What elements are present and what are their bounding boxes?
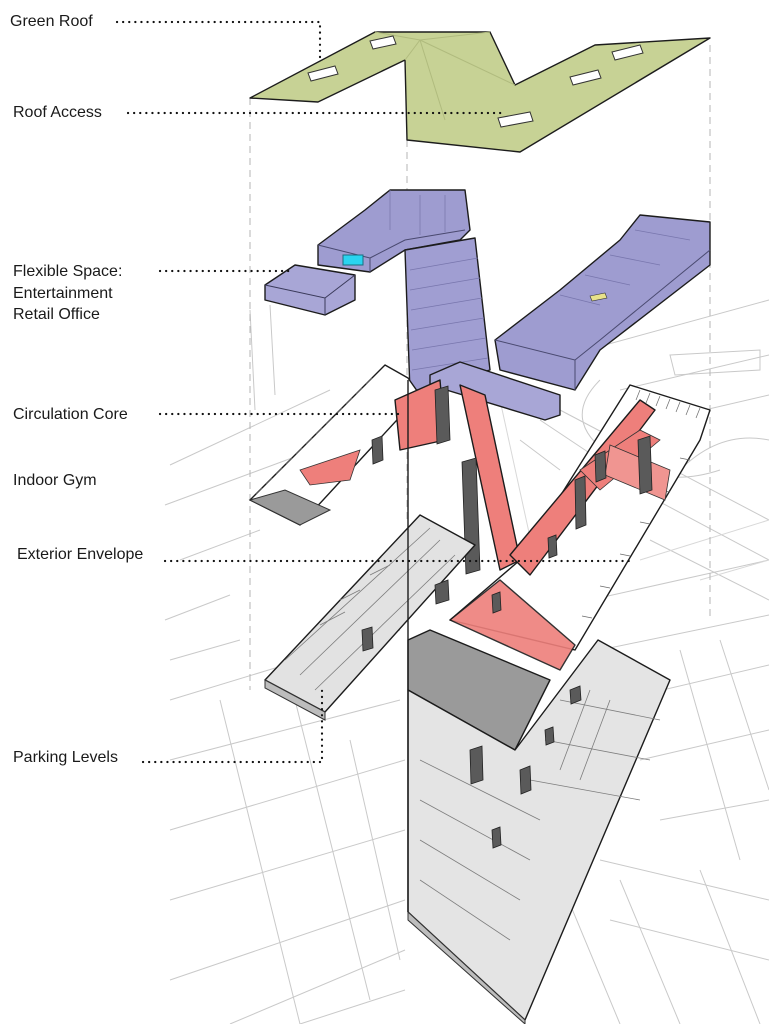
- label-retail-office: Retail Office: [13, 306, 100, 323]
- exterior-envelope-left: [248, 364, 421, 526]
- street-grid: [164, 299, 769, 1024]
- roof-access-hatch: [307, 35, 644, 128]
- label-parking-levels: Parking Levels: [13, 749, 118, 766]
- leader-green-roof: [115, 20, 322, 64]
- label-flexible-space: Flexible Space:: [13, 263, 123, 280]
- label-roof-access: Roof Access: [13, 104, 102, 121]
- label-exterior-envelope: Exterior Envelope: [17, 546, 144, 563]
- leader-lines: [115, 20, 632, 764]
- parking-levels-left: [264, 514, 476, 721]
- flexible-space-volumes: [264, 189, 711, 421]
- pool-accent: [342, 254, 364, 266]
- label-green-roof: Green Roof: [10, 13, 93, 30]
- green-roof: [249, 31, 711, 153]
- label-entertainment: Entertainment: [13, 285, 113, 302]
- label-indoor-gym: Indoor Gym: [13, 472, 97, 489]
- label-circulation-core: Circulation Core: [13, 406, 128, 423]
